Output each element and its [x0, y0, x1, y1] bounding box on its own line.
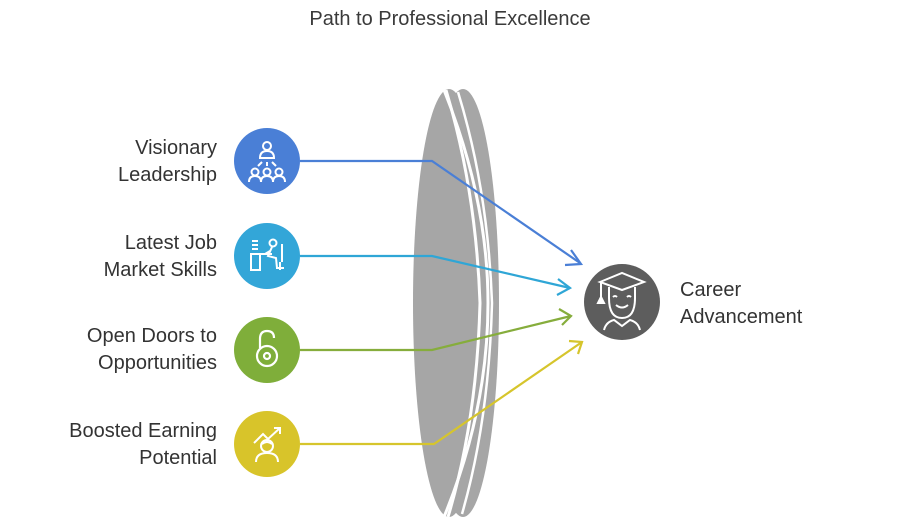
growth-person-icon [234, 411, 300, 477]
label-line: Leadership [118, 164, 217, 186]
arrow-earning [300, 339, 584, 446]
input-label-leadership: Visionary Leadership [17, 135, 217, 189]
input-label-earning: Boosted Earning Potential [17, 418, 217, 472]
lens-divider [444, 89, 494, 518]
input-label-opportunities: Open Doors to Opportunities [17, 323, 217, 377]
label-line: Market Skills [103, 259, 217, 281]
output-label-career: Career Advancement [680, 277, 802, 331]
input-label-skills: Latest Job Market Skills [17, 230, 217, 284]
desk-worker-icon [234, 223, 300, 289]
label-line: Visionary [135, 137, 217, 159]
graduate-icon [584, 264, 660, 340]
leadership-icon [234, 128, 300, 194]
label-line: Opportunities [98, 352, 217, 374]
arrow-skills [300, 254, 573, 296]
label-line: Career [680, 279, 742, 301]
label-line: Latest Job [124, 232, 217, 254]
label-line: Advancement [680, 306, 803, 328]
label-line: Boosted Earning [69, 420, 217, 442]
arrow-opportunities [300, 308, 573, 352]
lens-shape [413, 89, 499, 518]
arrow-leadership [300, 159, 584, 267]
label-line: Potential [139, 447, 217, 469]
unlocked-padlock-icon [234, 317, 300, 383]
label-line: Open Doors to [86, 325, 217, 347]
diagram-title: Path to Professional Excellence [309, 8, 591, 30]
